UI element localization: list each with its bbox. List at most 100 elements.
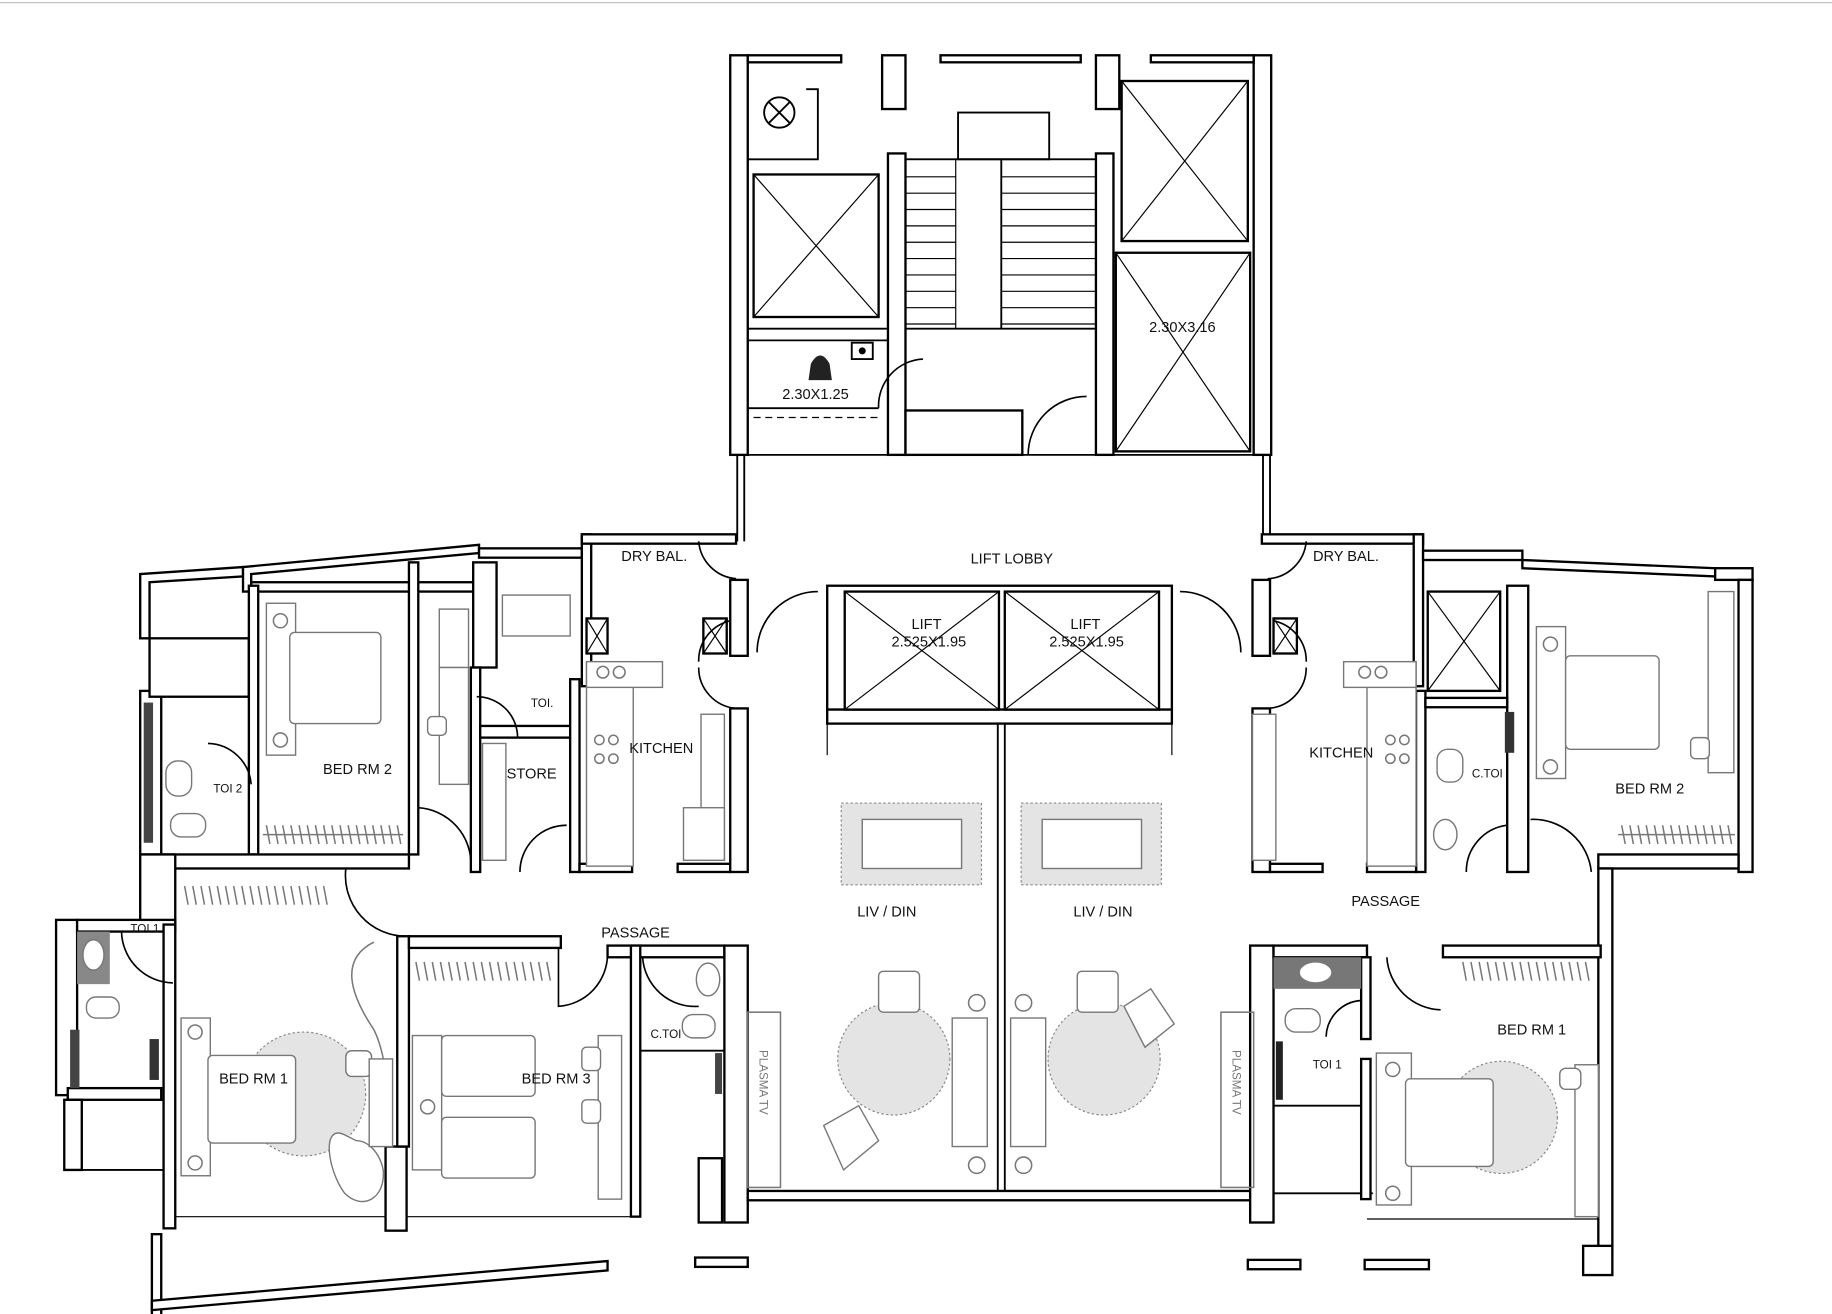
left-bed-rm-2-label: BED RM 2 [323, 762, 392, 778]
wardrobe-hanger [1686, 825, 1692, 845]
store-label: STORE [507, 767, 557, 783]
right-toi-1-label: TOI 1 [1313, 1058, 1342, 1071]
lift-lobby: LIFT LOBBY LIFT 2.525X1.95 LIFT 2.525X1.… [756, 552, 1242, 1194]
wardrobe-hanger [1535, 961, 1541, 981]
wardrobe-hanger [281, 825, 287, 845]
right-plasma-tv-label: PLASMA TV [1230, 1050, 1243, 1115]
dining-table-right [1020, 802, 1162, 886]
wardrobe-hanger [281, 885, 287, 905]
bed-rm-2-furniture [262, 602, 470, 845]
wardrobe-hanger [1653, 825, 1659, 845]
left-bed-rm-1-label: BED RM 1 [219, 1071, 288, 1087]
wardrobe-hanger [208, 885, 214, 905]
wardrobe-hanger [464, 961, 470, 981]
wardrobe-hanger [1552, 961, 1558, 981]
wardrobe-hanger [1629, 825, 1635, 845]
wardrobe-hanger [322, 885, 328, 905]
wardrobe-hanger [1519, 961, 1525, 981]
wardrobe-hanger [1494, 961, 1500, 981]
wardrobe-hanger [232, 885, 238, 905]
wardrobe-hanger [1560, 961, 1566, 981]
wardrobe-hanger [1678, 825, 1684, 845]
toilet-size-label: 2.30X1.25 [782, 387, 849, 403]
wardrobe-hanger [521, 961, 527, 981]
wardrobe-hanger [273, 825, 279, 845]
left-plasma-tv-label: PLASMA TV [756, 1050, 769, 1115]
wardrobe-hanger [298, 885, 304, 905]
wardrobe-hanger [339, 825, 345, 845]
lift-1-label: LIFT [912, 617, 942, 633]
lift-1: LIFT 2.525X1.95 [892, 617, 967, 651]
wardrobe-hanger [273, 885, 279, 905]
living-set-left [822, 970, 988, 1175]
dining-table-left [840, 802, 983, 886]
wardrobe-hanger [306, 825, 312, 845]
wardrobe-hanger [265, 885, 271, 905]
wardrobe-hanger [322, 825, 328, 845]
left-unit [54, 533, 1275, 1314]
wardrobe-hanger [306, 885, 312, 905]
wardrobe-hanger [241, 885, 247, 905]
wardrobe-hanger [480, 961, 486, 981]
lift-2-label: LIFT [1070, 617, 1100, 633]
right-kitchen-label: KITCHEN [1309, 745, 1373, 761]
wardrobe-hanger [1502, 961, 1508, 981]
wardrobe-hanger [1543, 961, 1549, 981]
right-c-toi-label: C.TOI [1472, 767, 1503, 780]
wardrobe-hanger [1645, 825, 1651, 845]
wardrobe-hanger [1576, 961, 1582, 981]
wardrobe-hanger [363, 825, 369, 845]
wardrobe-hanger [513, 961, 519, 981]
wardrobe-hanger [505, 961, 511, 981]
toilet-fixture [808, 341, 874, 381]
left-kitchen-label: KITCHEN [629, 741, 693, 757]
wardrobe-hanger [1511, 961, 1517, 981]
service-core: 2.30X1.25 2.30X3.16 [729, 54, 1273, 542]
wardrobe-hanger [456, 961, 462, 981]
wardrobe-hanger [183, 885, 189, 905]
wardrobe-hanger [290, 825, 296, 845]
wardrobe-hanger [1584, 961, 1590, 981]
wardrobe-hanger [529, 961, 535, 981]
living-set-right [1009, 970, 1176, 1175]
lift-2-size: 2.525X1.95 [1049, 634, 1124, 650]
shaft-size-label: 2.30X3.16 [1149, 320, 1216, 336]
wardrobe-hanger [488, 961, 494, 981]
wardrobe-hanger [1568, 961, 1574, 981]
wardrobe-hanger [380, 825, 386, 845]
wardrobe-hanger [257, 885, 263, 905]
wardrobe-hanger [415, 961, 421, 981]
wardrobe-hanger [1478, 961, 1484, 981]
wardrobe-hanger [314, 885, 320, 905]
wardrobe-hanger [265, 825, 271, 845]
staircase [904, 111, 1097, 330]
wardrobe-hanger [1661, 825, 1667, 845]
wardrobe-hanger [192, 885, 198, 905]
left-toi-1-label: TOI 1 [130, 923, 159, 936]
right-dry-balcony-label: DRY BAL. [1313, 549, 1379, 565]
wardrobe-hanger [1710, 825, 1716, 845]
wardrobe-hanger [1637, 825, 1643, 845]
right-bed-rm-2-furniture [1535, 590, 1736, 845]
lift-lobby-label: LIFT LOBBY [971, 552, 1054, 568]
wardrobe-hanger [1470, 961, 1476, 981]
toi-2-label: TOI 2 [213, 783, 242, 796]
left-dry-balcony-label: DRY BAL. [621, 549, 687, 565]
wardrobe-hanger [1486, 961, 1492, 981]
store-toilet-label: TOI. [531, 697, 553, 710]
wardrobe-hanger [1727, 825, 1733, 845]
wardrobe-hanger [472, 961, 478, 981]
left-c-toi-label: C.TOI [651, 1028, 682, 1041]
wardrobe-hanger [347, 825, 353, 845]
bed-rm-3-label: BED RM 3 [522, 1071, 591, 1087]
right-bed-rm-1-label: BED RM 1 [1497, 1022, 1566, 1038]
lift-1-size: 2.525X1.95 [892, 634, 967, 650]
wardrobe-hanger [314, 825, 320, 845]
wardrobe-hanger [537, 961, 543, 981]
wardrobe-hanger [1620, 825, 1626, 845]
room-labels: DRY BAL. KITCHEN BED RM 2 STORE TOI. TOI… [130, 549, 1684, 1115]
wardrobe-hanger [388, 825, 394, 845]
wardrobe-hanger [496, 961, 502, 981]
wardrobe-hanger [1719, 825, 1725, 845]
